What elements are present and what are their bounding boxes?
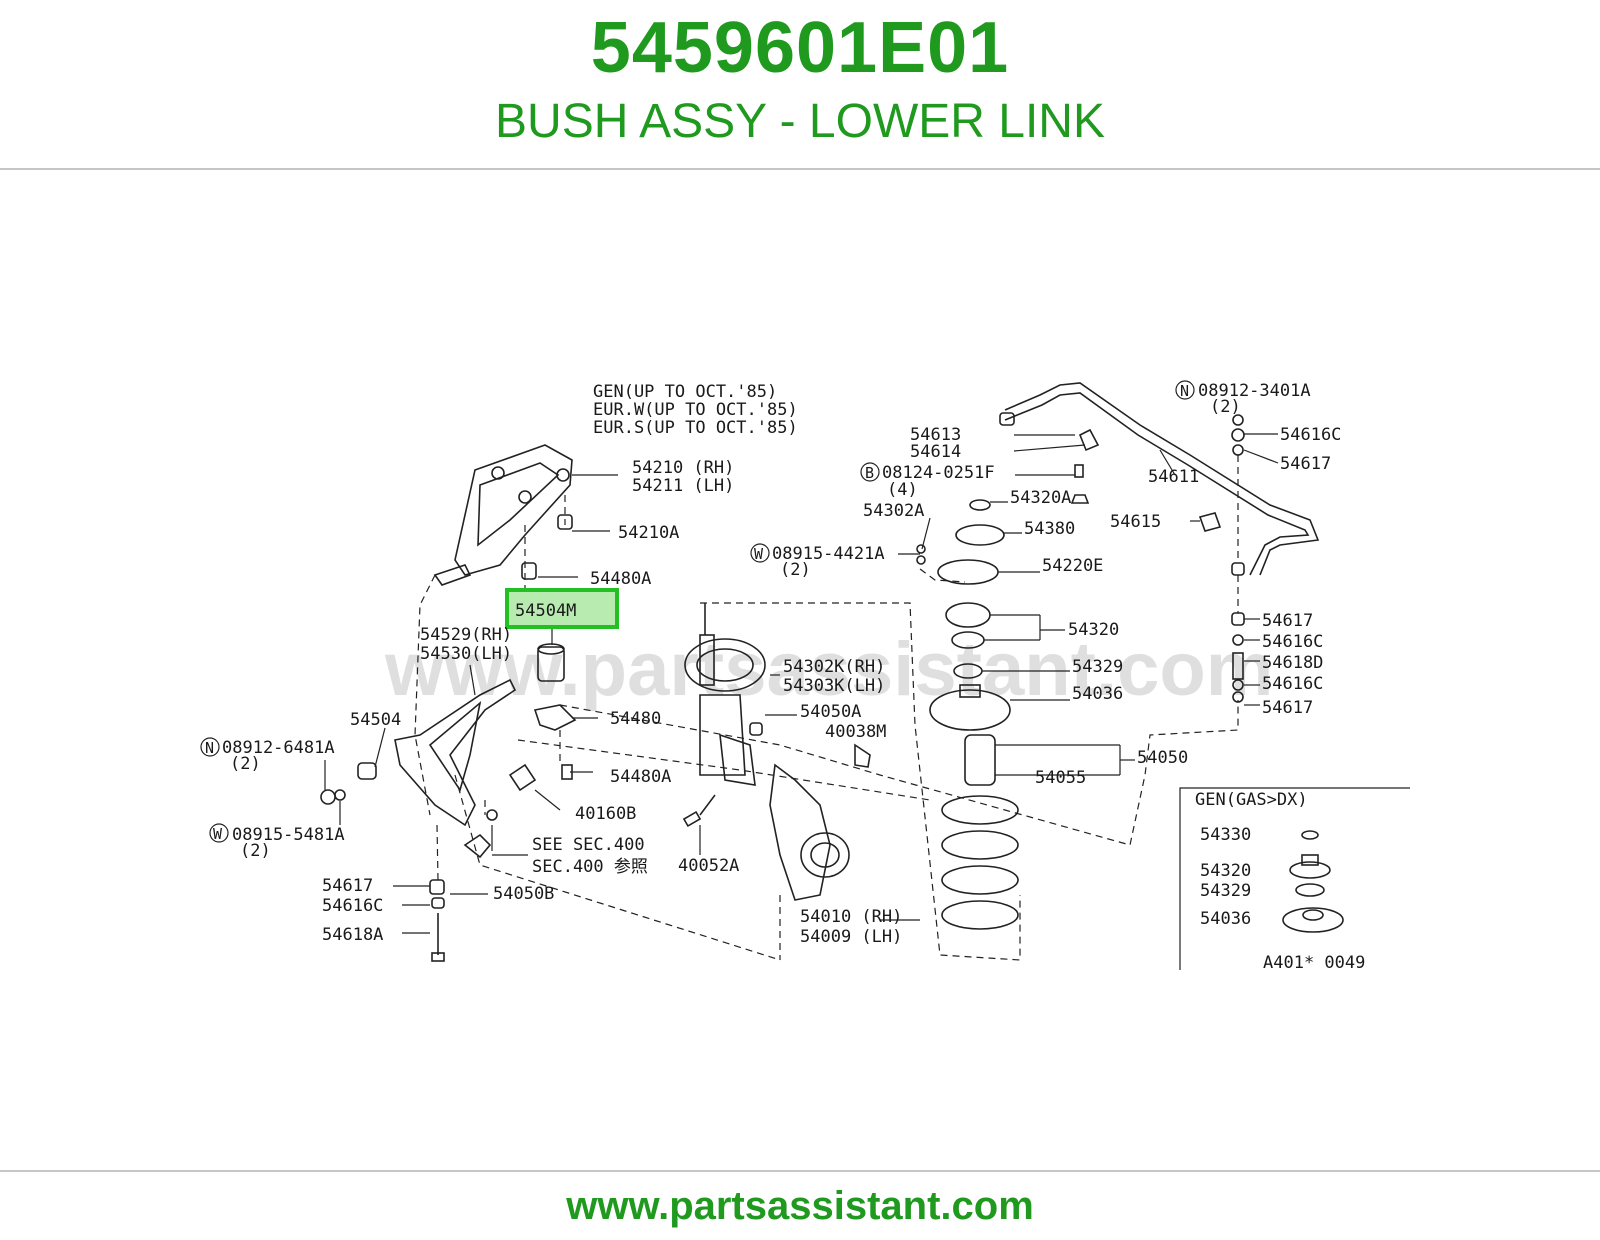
label-54613: 54613 xyxy=(910,425,961,445)
label-54616c-left: 54616C xyxy=(322,896,383,916)
diagram-labels: GEN(UP TO OCT.'85) EUR.W(UP TO OCT.'85) … xyxy=(222,381,1365,973)
label-54614: 54614 xyxy=(910,442,961,462)
label-54050: 54050 xyxy=(1137,748,1188,768)
n-marker-letter-right: N xyxy=(1180,382,1189,400)
label-54618a: 54618A xyxy=(322,925,383,945)
label-54210: 54210 (RH) xyxy=(632,458,734,478)
label-40160b: 40160B xyxy=(575,804,636,824)
diagram-svg: www.partsassistant.com xyxy=(200,380,1410,973)
stabilizer-bar-drawing xyxy=(999,382,1320,703)
inset-parts-drawing xyxy=(1282,830,1344,933)
inset-label-54036: 54036 xyxy=(1200,909,1251,929)
label-54529: 54529(RH) xyxy=(420,625,512,645)
label-n08912-6481a-qty: (2) xyxy=(230,754,261,774)
label-w08915-4421a-qty: (2) xyxy=(780,560,811,580)
label-n08912-3401a-qty: (2) xyxy=(1210,397,1241,417)
w-marker-circle-mid xyxy=(750,543,770,563)
label-40038m: 40038M xyxy=(825,722,886,742)
part-name: BUSH ASSY - LOWER LINK xyxy=(495,95,1105,148)
label-54615: 54615 xyxy=(1110,512,1161,532)
label-54611: 54611 xyxy=(1148,467,1199,487)
inset-frame xyxy=(1179,787,1410,970)
label-54504m[interactable]: 54504M xyxy=(515,601,576,621)
bush-54504m-drawing xyxy=(537,643,565,682)
watermark: www.partsassistant.com xyxy=(384,627,1273,712)
label-54036: 54036 xyxy=(1072,684,1123,704)
front-bracket-drawing xyxy=(433,444,573,586)
label-54050b: 54050B xyxy=(493,884,554,904)
label-54380: 54380 xyxy=(1024,519,1075,539)
w-marker-circle-left xyxy=(209,823,229,843)
label-54616c-r2: 54616C xyxy=(1262,632,1323,652)
label-54617-r2: 54617 xyxy=(1262,611,1313,631)
bolt-stack-drawing xyxy=(429,514,577,962)
lower-link-drawing xyxy=(320,678,517,859)
n-marker-circle-left xyxy=(200,737,220,757)
inset-label-54320: 54320 xyxy=(1200,861,1251,881)
parts-diagram: www.partsassistant.com xyxy=(180,335,1420,1015)
label-n08912-3401a: 08912-3401A xyxy=(1198,381,1311,401)
label-54530: 54530(LH) xyxy=(420,644,512,664)
label-54055: 54055 xyxy=(1035,768,1086,788)
label-54210a: 54210A xyxy=(618,523,679,543)
label-w08915-5481a: 08915-5481A xyxy=(232,825,345,845)
label-54320: 54320 xyxy=(1068,620,1119,640)
label-sec-ref: SEC.400 参照 xyxy=(532,857,648,877)
label-b08124-0251f-qty: (4) xyxy=(887,480,918,500)
note-gen: GEN(UP TO OCT.'85) xyxy=(593,382,777,402)
circle-markers: N W W B N xyxy=(200,380,1195,843)
n-marker-letter-left: N xyxy=(205,739,214,757)
label-see-sec: SEE SEC.400 xyxy=(532,835,645,855)
label-54504: 54504 xyxy=(350,710,401,730)
label-54618d: 54618D xyxy=(1262,653,1323,673)
highlight-box xyxy=(505,588,619,629)
label-40052a: 40052A xyxy=(678,856,739,876)
w-marker-letter-mid: W xyxy=(754,545,764,563)
label-n08912-6481a: 08912-6481A xyxy=(222,738,335,758)
label-54480a-top: 54480A xyxy=(590,569,651,589)
label-54616c-r1: 54616C xyxy=(1280,425,1341,445)
header-divider xyxy=(0,168,1600,170)
label-54211: 54211 (LH) xyxy=(632,476,734,496)
w-marker-letter-left: W xyxy=(213,825,223,843)
strut-drawing xyxy=(682,603,766,828)
label-54220e: 54220E xyxy=(1042,556,1103,576)
label-54303k: 54303K(LH) xyxy=(783,676,885,696)
n-marker-circle-right xyxy=(1175,380,1195,400)
label-54617-left: 54617 xyxy=(322,876,373,896)
label-w08915-5481a-qty: (2) xyxy=(240,841,271,861)
assembly-lines xyxy=(414,455,1239,961)
label-54009: 54009 (LH) xyxy=(800,927,902,947)
inset-title: GEN(GAS>DX) xyxy=(1195,790,1308,810)
label-54617-r1: 54617 xyxy=(1280,454,1331,474)
note-eurw: EUR.W(UP TO OCT.'85) xyxy=(593,400,798,420)
label-b08124-0251f: 08124-0251F xyxy=(882,463,995,483)
label-54302a: 54302A xyxy=(863,501,924,521)
footer-divider xyxy=(0,1170,1600,1172)
inset-label-54330: 54330 xyxy=(1200,825,1251,845)
note-eurs: EUR.S(UP TO OCT.'85) xyxy=(593,418,798,438)
inset-code: A401* 0049 xyxy=(1263,953,1365,973)
b-marker-circle xyxy=(860,462,880,482)
label-54617-r3: 54617 xyxy=(1262,698,1313,718)
label-w08915-4421a: 08915-4421A xyxy=(772,544,885,564)
label-54616c-r3: 54616C xyxy=(1262,674,1323,694)
label-54010: 54010 (RH) xyxy=(800,907,902,927)
inset-label-54329: 54329 xyxy=(1200,881,1251,901)
label-54050a: 54050A xyxy=(800,702,861,722)
label-54480a-bot: 54480A xyxy=(610,767,671,787)
part-number: 5459601E01 xyxy=(590,8,1010,88)
knuckle-drawing xyxy=(749,722,871,901)
header: 5459601E01 BUSH ASSY - LOWER LINK xyxy=(0,0,1600,170)
b-marker-letter: B xyxy=(865,464,874,482)
label-54480: 54480 xyxy=(610,709,661,729)
label-54329: 54329 xyxy=(1072,657,1123,677)
label-54320a: 54320A xyxy=(1010,488,1071,508)
label-54302k: 54302K(RH) xyxy=(783,657,885,677)
footer-url[interactable]: www.partsassistant.com xyxy=(566,1184,1034,1228)
leader-lines xyxy=(324,433,1279,934)
